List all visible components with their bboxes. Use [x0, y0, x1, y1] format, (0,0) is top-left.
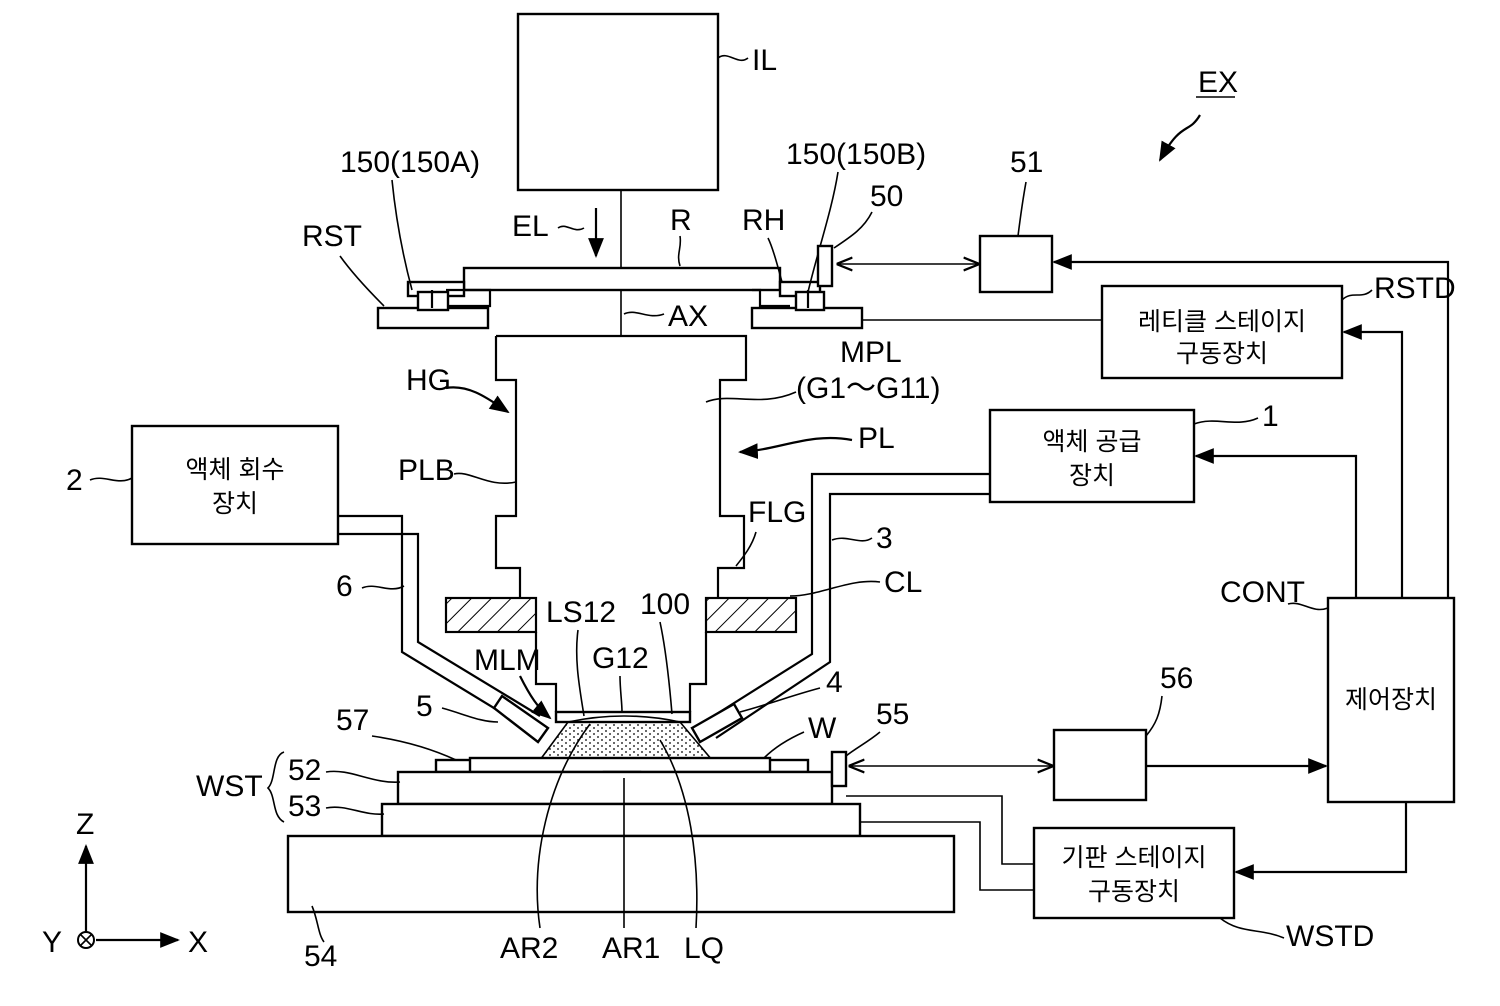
liquid-recovery-box [132, 426, 338, 544]
axis-label-Y: Y [42, 926, 62, 959]
label-WST: WST [196, 770, 263, 803]
controller-to-reticle-drive-line [1344, 332, 1402, 598]
label-RSTD: RSTD [1374, 272, 1456, 305]
label-PLB: PLB [398, 454, 455, 487]
label-AR1: AR1 [602, 932, 660, 965]
label-R: R [670, 204, 692, 237]
reticle-interferometer-box [980, 236, 1052, 292]
illumination-system [518, 14, 718, 190]
label-56: 56 [1160, 662, 1193, 695]
liquid-recovery-line2: 장치 [212, 490, 258, 518]
liquid-LQ [540, 722, 712, 760]
reticle-stage-drive-line2: 구동장치 [1176, 340, 1268, 368]
label-HG: HG [406, 364, 451, 397]
label-50: 50 [870, 180, 903, 213]
label-G12: G12 [592, 642, 649, 675]
reticle [464, 268, 780, 290]
label-IL: IL [752, 44, 777, 77]
projection-optics-barrel [496, 336, 746, 598]
label-53: 53 [288, 790, 321, 823]
reticle-moving-mirror [818, 246, 832, 286]
label-54: 54 [304, 940, 337, 973]
liquid-supply-line2: 장치 [1069, 462, 1115, 490]
substrate-stage-53 [382, 804, 860, 836]
label-55: 55 [876, 698, 909, 731]
label-EL: EL [512, 210, 549, 243]
label-CL: CL [884, 566, 922, 599]
label-LQ: LQ [684, 932, 724, 965]
label-150A: 150(150A) [340, 146, 480, 179]
recovery-nozzle [494, 696, 548, 742]
label-RH: RH [742, 204, 785, 237]
label-AX: AX [668, 300, 708, 333]
substrate-stage-52 [398, 772, 832, 804]
label-W: W [808, 712, 837, 745]
base-54 [288, 836, 954, 912]
coordinate-axes [78, 846, 178, 948]
liquid-supply-line1: 액체 공급 [1043, 428, 1142, 456]
label-AR2: AR2 [500, 932, 558, 965]
label-6: 6 [336, 570, 353, 603]
controller-text: 제어장치 [1345, 686, 1437, 714]
label-57: 57 [336, 704, 369, 737]
substrate-interferometer-box [1054, 730, 1146, 800]
column-left [446, 598, 536, 632]
label-5: 5 [416, 690, 433, 723]
label-RST: RST [302, 220, 362, 253]
controller-to-substrate-drive-line [1236, 802, 1406, 872]
label-51: 51 [1010, 146, 1043, 179]
label-100: 100 [640, 588, 690, 621]
label-EX: EX [1198, 66, 1238, 99]
substrate-W [470, 758, 770, 772]
substrate-moving-mirror [832, 752, 846, 786]
label-150B: 150(150B) [786, 138, 926, 171]
label-52: 52 [288, 754, 321, 787]
label-2: 2 [66, 464, 83, 497]
label-FLG: FLG [748, 496, 806, 529]
label-MPL-sub: (G1～G11) [796, 372, 940, 405]
substrate-stage-drive-line1: 기판 스테이지 [1062, 844, 1207, 872]
label-3: 3 [876, 522, 893, 555]
label-WSTD: WSTD [1286, 920, 1374, 953]
label-4: 4 [826, 666, 843, 699]
column-right [706, 598, 796, 632]
liquid-recovery-line1: 액체 회수 [186, 456, 285, 484]
label-MLM: MLM [474, 644, 541, 677]
label-LS12: LS12 [546, 596, 616, 629]
label-PL: PL [858, 422, 895, 455]
axis-label-X: X [188, 926, 208, 959]
label-1: 1 [1262, 400, 1279, 433]
axis-label-Z: Z [76, 808, 94, 841]
substrate-stage-drive-line2: 구동장치 [1088, 878, 1180, 906]
reticle-stage-drive-line1: 레티클 스테이지 [1138, 308, 1306, 336]
label-MPL: MPL [840, 336, 902, 369]
